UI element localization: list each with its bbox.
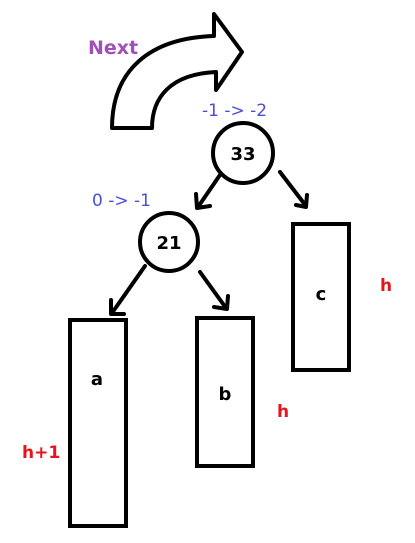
subtree-c-label: c (316, 284, 327, 305)
root-balance-change: -1 -> -2 (202, 101, 267, 121)
subtree-c: c (291, 222, 351, 372)
subtree-c-height: h (380, 276, 392, 296)
node-root-key: 33 (230, 144, 255, 165)
edge-child-to-b (198, 270, 230, 311)
rotation-arrow-icon (110, 12, 244, 130)
child-balance-change: 0 -> -1 (92, 191, 151, 211)
subtree-a: a (68, 318, 128, 528)
subtree-a-height: h+1 (22, 443, 60, 463)
subtree-b-label: b (219, 384, 232, 405)
edge-root-to-c (278, 170, 309, 209)
subtree-a-label: a (91, 369, 103, 390)
node-root: 33 (211, 121, 275, 185)
node-child: 21 (138, 211, 200, 273)
rotation-label: Next (88, 37, 138, 59)
edge-child-to-a (109, 264, 147, 316)
subtree-b-height: h (277, 402, 289, 422)
subtree-b: b (195, 316, 255, 468)
edge-root-to-child (194, 170, 224, 210)
node-child-key: 21 (156, 233, 181, 254)
